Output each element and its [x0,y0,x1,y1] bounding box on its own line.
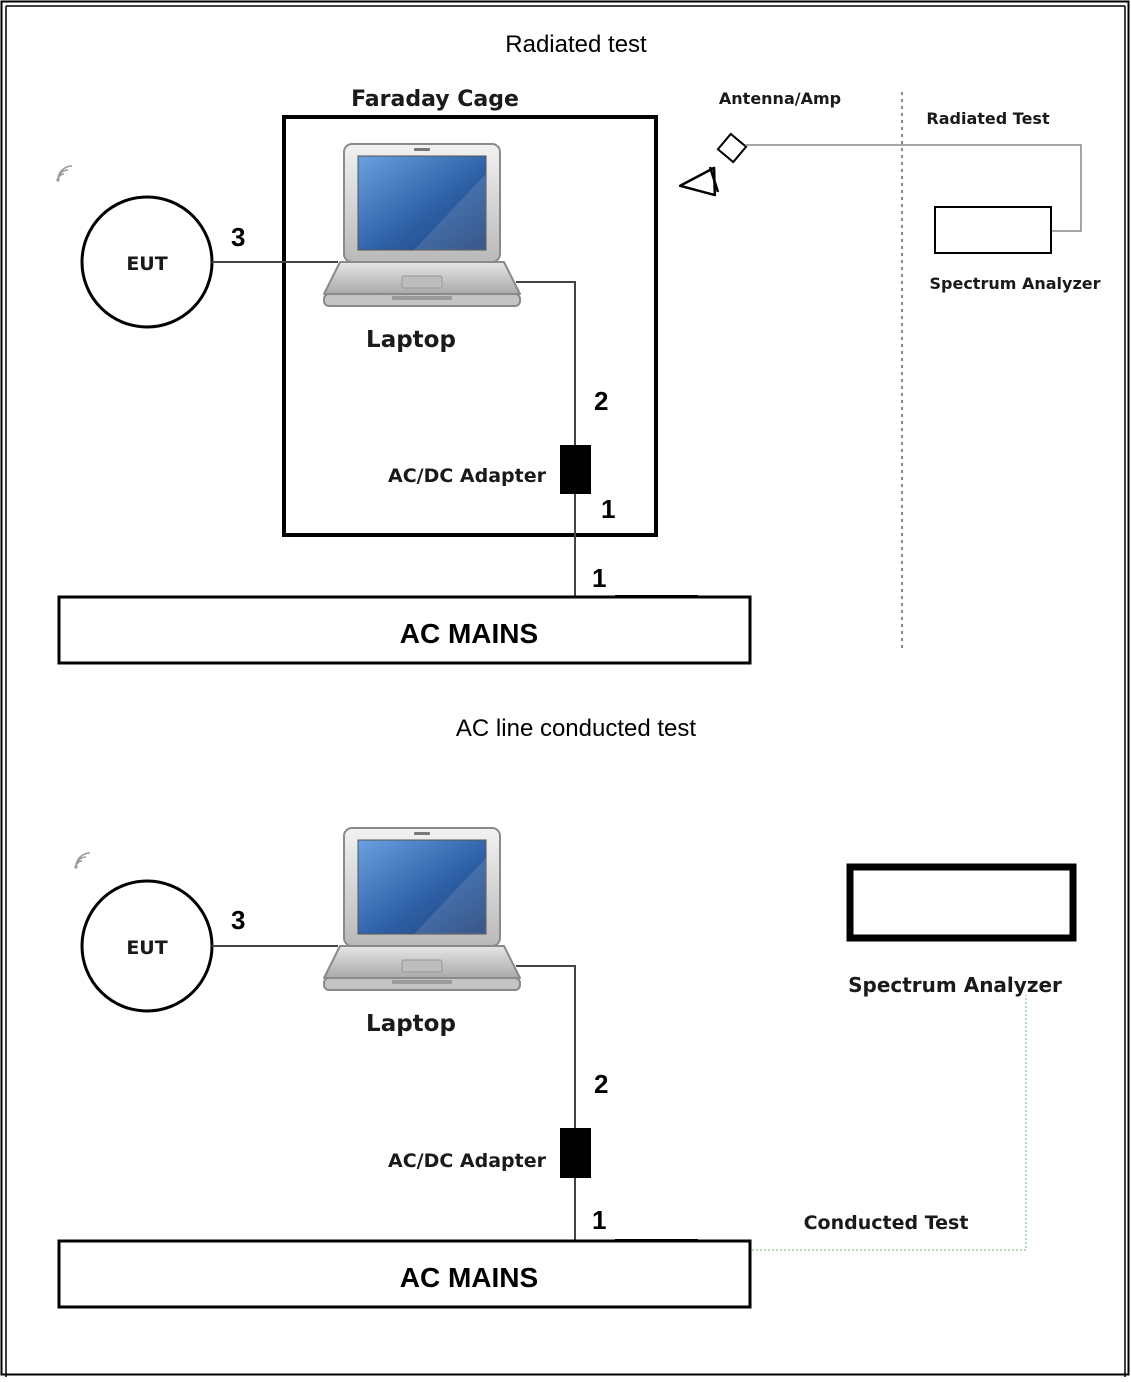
cable-number-1-mains: 1 [592,563,606,593]
conducted-test-link [752,995,1027,1251]
cable-number-1-2: 1 [592,1205,606,1235]
laptop-icon-2 [323,827,521,991]
spectrum-analyzer-box [934,206,1052,254]
ac-mains-label: AC MAINS [400,618,538,649]
antenna-amp-label: Antenna/Amp [719,89,841,108]
spectrum-analyzer-label-2: Spectrum Analyzer [848,973,1062,997]
spectrum-analyzer-box-2 [846,863,1077,942]
wireless-signal-icon-2 [73,852,91,870]
wireless-signal-icon [55,165,73,183]
cable-number-2: 2 [594,386,608,416]
ac-mains-label-2: AC MAINS [400,1262,538,1293]
cable-laptop-adapter-2 [516,965,576,1128]
radiated-test-title: Radiated test [505,31,647,58]
radiated-test-label: Radiated Test [926,109,1050,128]
cable-number-2-2: 2 [594,1069,608,1099]
ac-mains-bar [57,595,752,665]
ac-dc-adapter-block-2 [560,1128,591,1178]
cable-number-1-inside: 1 [601,494,615,524]
spectrum-analyzer-label: Spectrum Analyzer [929,274,1100,293]
ac-dc-adapter-label: AC/DC Adapter [388,465,547,487]
ac-dc-adapter-block [560,445,591,494]
eut-label-2: EUT [126,937,167,959]
cable-laptop-adapter [516,281,576,445]
ac-mains-bar-2 [57,1239,752,1309]
cable-antenna-analyzer [745,144,1082,232]
cable-number-3: 3 [231,222,245,252]
laptop-label-2: Laptop [366,1011,456,1037]
conducted-test-label: Conducted Test [804,1212,969,1234]
ac-dc-adapter-label-2: AC/DC Adapter [388,1150,547,1172]
faraday-cage-box [282,115,658,537]
cable-number-3-2: 3 [231,905,245,935]
antenna-icon [678,132,748,197]
laptop-label: Laptop [366,327,456,353]
eut-label: EUT [126,253,167,275]
laptop-icon [323,143,521,307]
conducted-test-title: AC line conducted test [456,715,696,742]
faraday-cage-label: Faraday Cage [351,87,519,112]
